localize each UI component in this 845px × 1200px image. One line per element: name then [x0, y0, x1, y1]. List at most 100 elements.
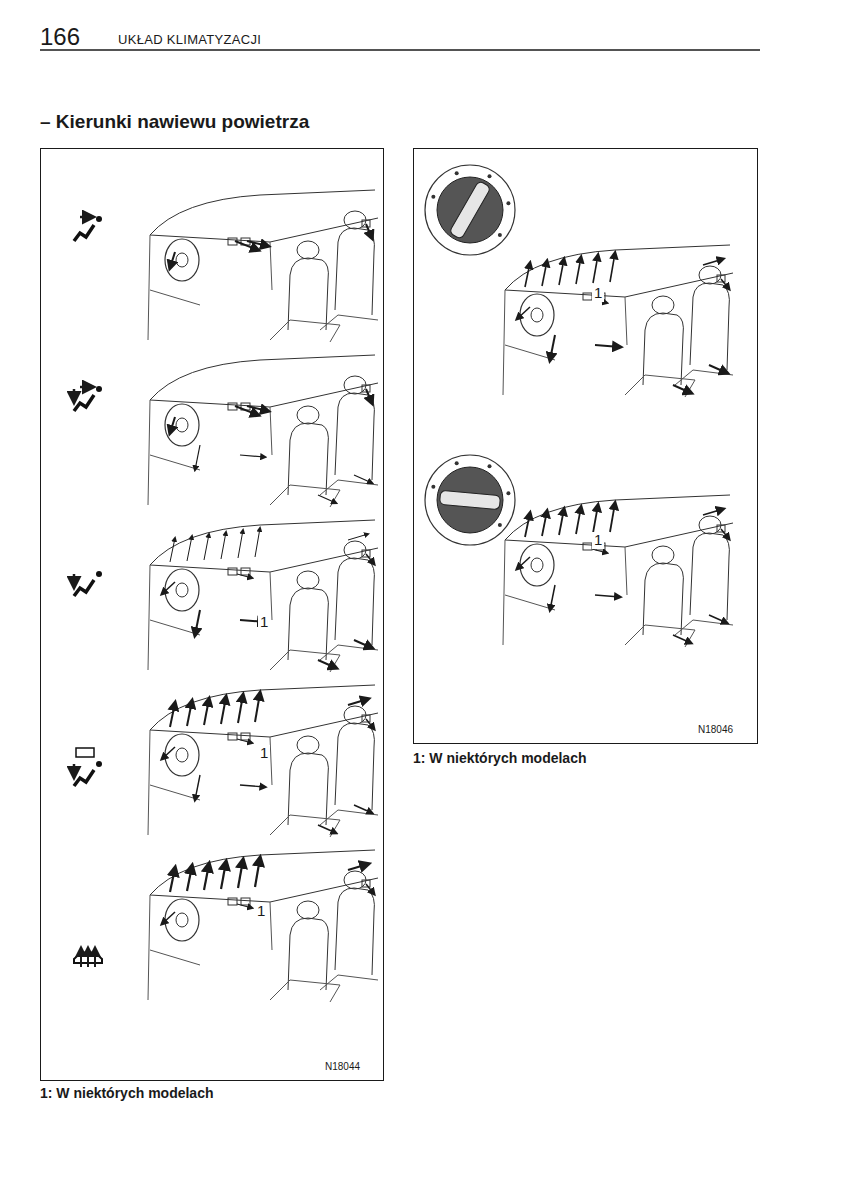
callout-number: 1 — [255, 903, 267, 920]
airflow-arrow — [348, 864, 368, 870]
airflow-arrow — [237, 574, 252, 578]
airflow-arrow — [550, 585, 555, 610]
airflow-arrow — [73, 764, 76, 776]
steering-hub — [176, 748, 188, 762]
airflow-arrow — [366, 554, 374, 564]
airflow-arrow — [592, 549, 607, 553]
airflow-arrow — [354, 805, 372, 813]
airflow-arrow — [595, 345, 620, 347]
airflow-arrow — [162, 747, 175, 759]
airflow-arrow — [170, 538, 175, 562]
front-seat — [643, 563, 683, 635]
airflow-arrow — [595, 595, 620, 597]
steering-wheel — [165, 569, 199, 611]
airflow-arrow — [318, 495, 336, 503]
rear-seat — [690, 533, 729, 620]
knob-mark — [506, 201, 510, 205]
front-seat — [643, 313, 683, 385]
knob-mark — [498, 523, 502, 527]
airflow-arrow — [576, 257, 581, 284]
seat-cushion — [320, 315, 378, 330]
windshield-edge — [150, 850, 375, 895]
knob-mark — [455, 461, 459, 465]
knob-mark — [498, 233, 502, 237]
defrost-icon — [74, 949, 102, 967]
knob-grip — [449, 181, 491, 240]
airflow-arrow — [237, 739, 252, 743]
airflow-arrow — [709, 615, 727, 623]
center-vent — [228, 568, 237, 575]
head-symbol — [96, 386, 102, 392]
airflow-arrow — [721, 279, 729, 289]
airflow-arrow — [80, 216, 92, 219]
headrest — [297, 406, 319, 424]
mode-icon — [74, 571, 102, 596]
seat-cushion — [270, 485, 340, 507]
airflow-arrow — [195, 775, 200, 800]
airflow-arrow — [247, 241, 268, 246]
steering-wheel — [165, 239, 199, 281]
knob-body — [437, 177, 503, 243]
knob-bezel — [425, 165, 515, 255]
rear-seat — [335, 558, 374, 645]
center-vent — [583, 543, 592, 550]
airflow-arrow — [255, 858, 260, 887]
steering-wheel — [165, 734, 199, 776]
center-vent — [241, 898, 250, 905]
mode-icon — [74, 748, 102, 786]
airflow-arrow — [559, 509, 564, 535]
airflow-arrow — [221, 697, 226, 724]
seat-cushion — [625, 375, 695, 397]
mode-knob — [425, 455, 515, 545]
airflow-arrow — [187, 536, 192, 561]
seat-symbol — [74, 225, 94, 241]
airflow-arrow — [550, 335, 555, 360]
airflow-arrow — [87, 949, 89, 967]
dashboard-lower — [503, 540, 627, 645]
airflow-arrow — [247, 406, 268, 411]
steering-hub — [176, 418, 188, 432]
interior-sketch — [148, 850, 378, 1002]
airflow-arrow — [559, 259, 564, 285]
airflow-arrow — [542, 511, 547, 536]
airflow-arrow — [576, 507, 581, 534]
headrest — [297, 901, 319, 919]
head-symbol — [96, 216, 102, 222]
steering-wheel — [520, 294, 554, 336]
airflow-arrow — [318, 825, 336, 833]
airflow-arrow — [73, 389, 76, 401]
knob-mark — [488, 174, 492, 178]
header-rule — [40, 49, 760, 51]
steering-hub — [531, 308, 543, 322]
dashboard-lower — [148, 400, 272, 505]
airflow-arrow — [238, 530, 243, 558]
airflow-arrow — [610, 253, 615, 282]
airflow-arrow — [162, 912, 175, 924]
left-panel — [41, 149, 384, 1081]
airflow-arrow — [703, 259, 723, 265]
rear-seat — [335, 723, 374, 810]
steering-wheel — [165, 404, 199, 446]
center-vent — [241, 733, 250, 740]
footnote: 1: W niektórych modelach — [40, 1086, 213, 1101]
steering-wheel — [520, 544, 554, 586]
seat-cushion — [320, 975, 378, 990]
airflow-arrow — [238, 695, 243, 723]
steering-hub — [176, 253, 188, 267]
interior-sketch — [148, 685, 378, 837]
section-title: – Kierunki nawiewu powietrza — [40, 112, 309, 133]
rear-seat — [335, 228, 374, 315]
interior-sketch — [148, 190, 378, 342]
airflow-arrow — [221, 532, 226, 559]
mode-icon — [74, 386, 102, 411]
rear-seat — [335, 888, 374, 975]
airflow-arrow — [525, 263, 530, 287]
airflow-arrow — [673, 385, 691, 393]
front-seat — [288, 588, 328, 660]
seat-cushion — [270, 815, 340, 837]
airflow-arrow — [73, 574, 76, 586]
dashboard-lower — [148, 565, 272, 670]
airflow-arrow — [204, 534, 209, 560]
airflow-arrow — [366, 224, 372, 238]
airflow-arrow — [517, 307, 530, 319]
